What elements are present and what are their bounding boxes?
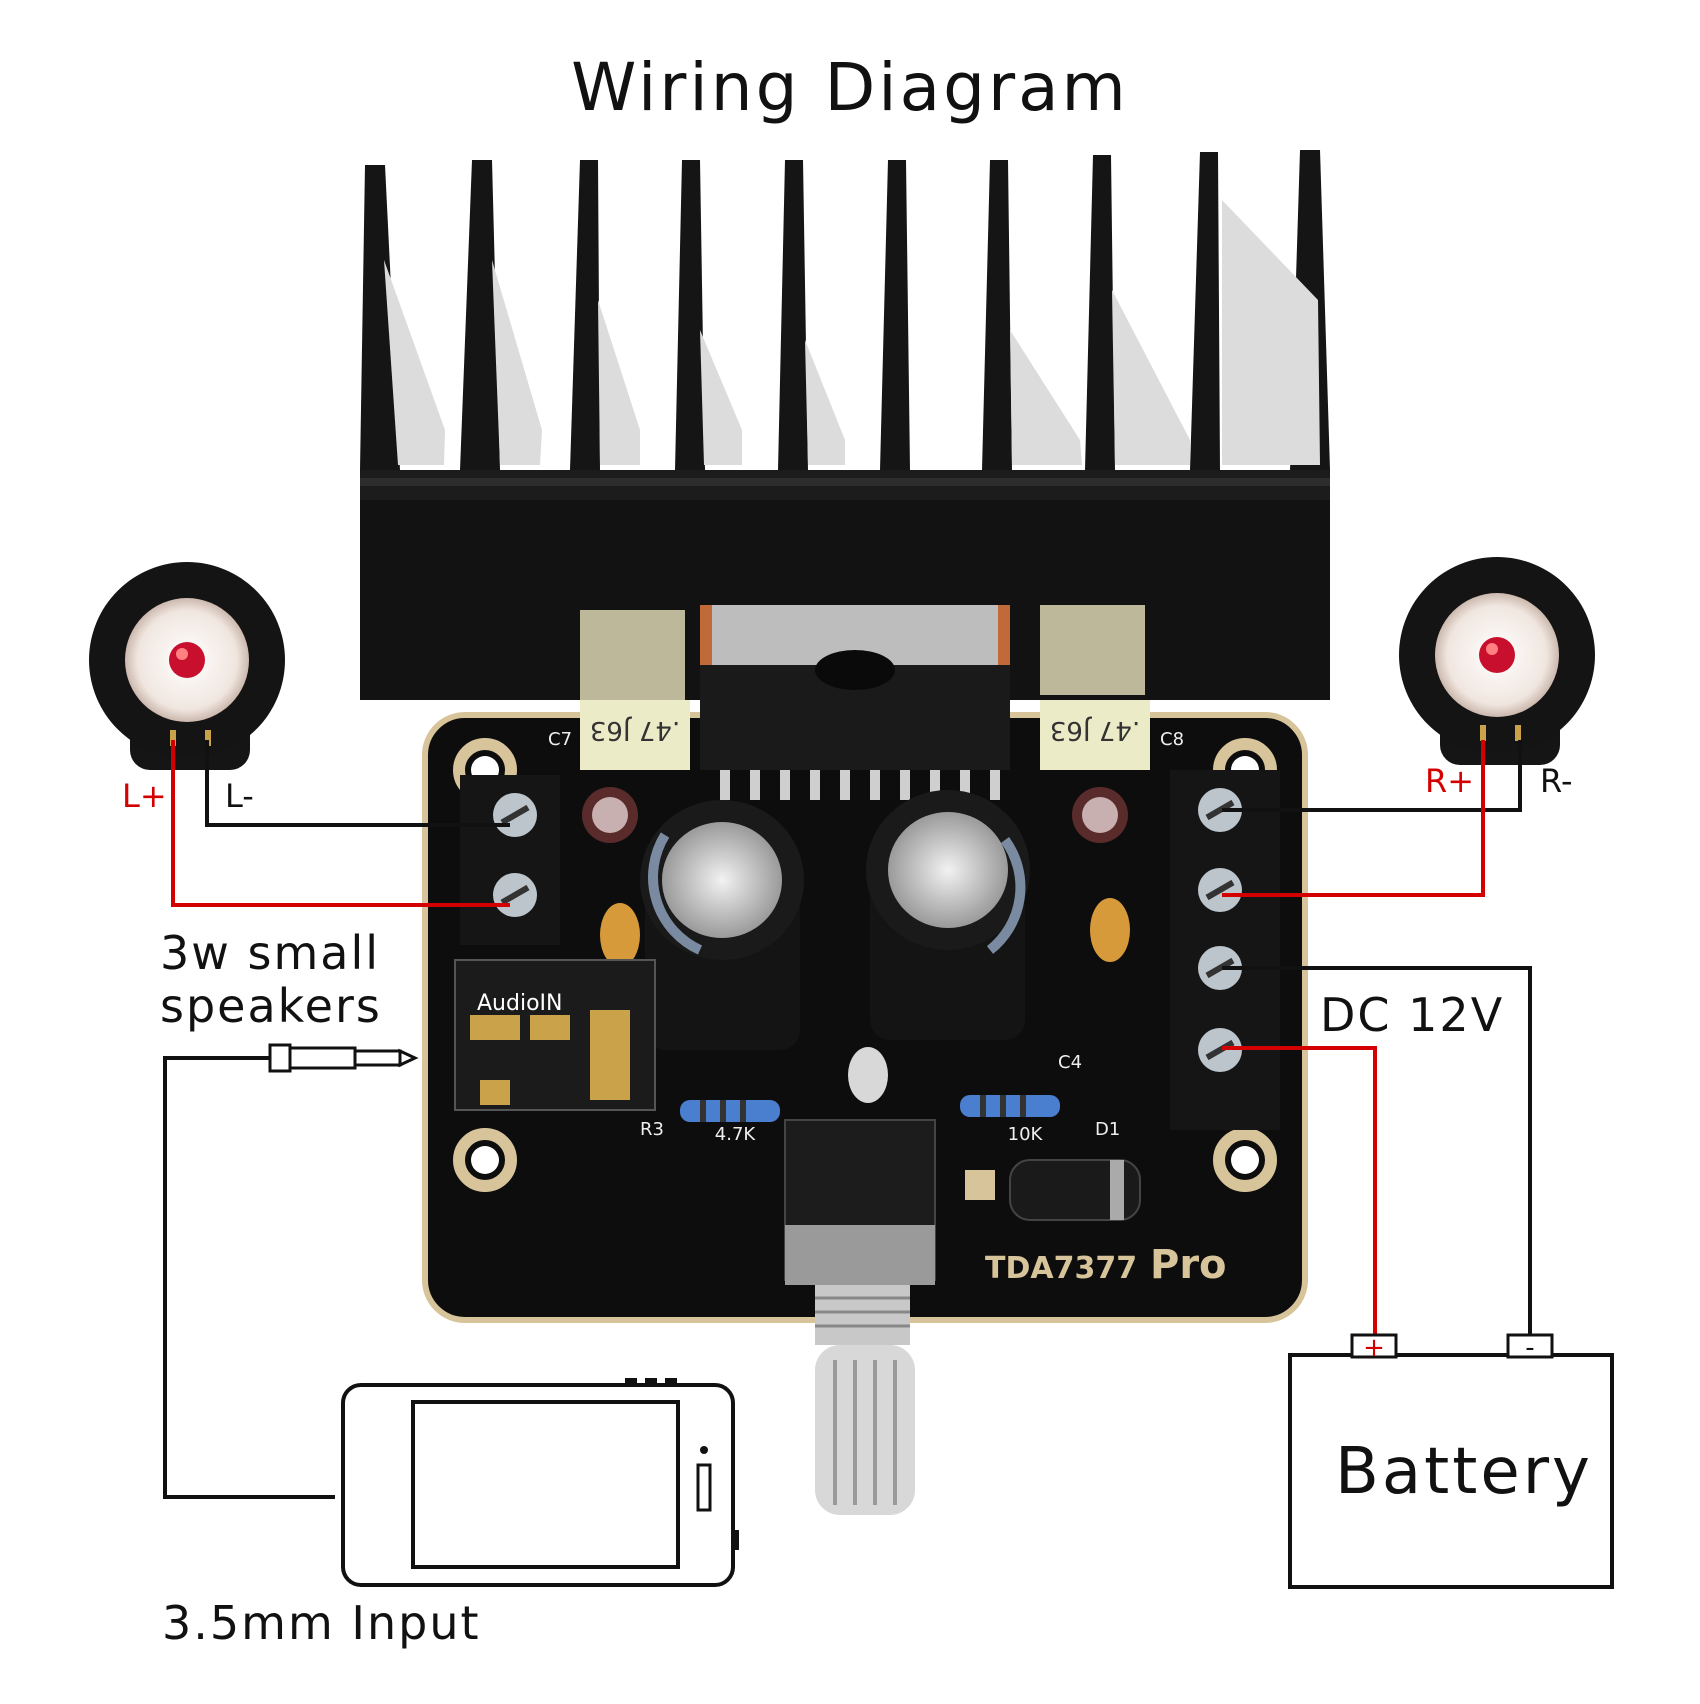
audio-jack: AudioIN xyxy=(454,959,656,1111)
silk-r3: R3 xyxy=(640,1119,664,1140)
cap-code-left: .47 J63 xyxy=(590,715,680,745)
left-speaker xyxy=(89,562,285,770)
board-model-label: TDA7377 Pro xyxy=(985,1242,1227,1288)
audio-in-label: AudioIN xyxy=(477,991,562,1016)
model-suffix: Pro xyxy=(1150,1242,1227,1288)
audio-cable xyxy=(163,1056,335,1499)
volume-potentiometer xyxy=(784,1119,936,1515)
left-negative-wire xyxy=(205,740,510,827)
resistors: 4.7K 10K R3 D1 xyxy=(640,1095,1120,1145)
wires xyxy=(163,740,1532,1499)
battery-minus-terminal: - xyxy=(1525,1333,1534,1363)
film-capacitors: .47 J63 .47 J63 C7 C8 xyxy=(548,605,1184,770)
speaker-caption-line2: speakers xyxy=(160,979,382,1033)
power-negative-wire xyxy=(1222,966,1532,1345)
power-label: DC 12V xyxy=(1320,988,1505,1042)
battery: + - xyxy=(1288,1333,1614,1589)
diagram-title: Wiring Diagram xyxy=(571,49,1129,126)
phone-source xyxy=(341,1378,739,1587)
speaker-terminal-left xyxy=(460,775,560,945)
right-speaker-plus-label: R+ xyxy=(1425,762,1475,800)
battery-label: Battery xyxy=(1335,1435,1593,1509)
input-caption: 3.5mm Input xyxy=(162,1596,481,1650)
audio-plug xyxy=(268,1043,419,1073)
power-positive-wire xyxy=(1222,1046,1377,1345)
silk-d1: D1 xyxy=(1095,1119,1120,1140)
electrolytic-capacitors: C3 C4 xyxy=(600,790,1082,1073)
terminal-right xyxy=(1170,770,1280,1130)
right-speaker xyxy=(1399,557,1595,765)
led xyxy=(848,1047,888,1103)
right-positive-wire xyxy=(1222,740,1485,897)
amplifier-ic xyxy=(700,605,1010,800)
right-negative-wire xyxy=(1222,740,1522,812)
silk-c8: C8 xyxy=(1160,729,1184,750)
silk-c4: C4 xyxy=(1058,1052,1082,1073)
left-speaker-minus-label: L- xyxy=(225,777,254,815)
battery-plus-terminal: + xyxy=(1363,1333,1385,1363)
silk-r-left: 4.7K xyxy=(715,1124,757,1145)
left-positive-wire xyxy=(171,740,510,907)
diode xyxy=(965,1159,1141,1221)
left-speaker-plus-label: L+ xyxy=(122,777,167,815)
speaker-caption-line1: 3w small xyxy=(160,926,381,980)
ceramic-capacitors xyxy=(600,898,1130,967)
cap-code-right: .47 J63 xyxy=(1050,715,1140,745)
silk-c7: C7 xyxy=(548,729,572,750)
right-speaker-minus-label: R- xyxy=(1540,762,1573,800)
silk-r-right: 10K xyxy=(1008,1124,1044,1145)
model-text: TDA7377 xyxy=(985,1251,1137,1286)
small-capacitors xyxy=(582,787,1128,843)
